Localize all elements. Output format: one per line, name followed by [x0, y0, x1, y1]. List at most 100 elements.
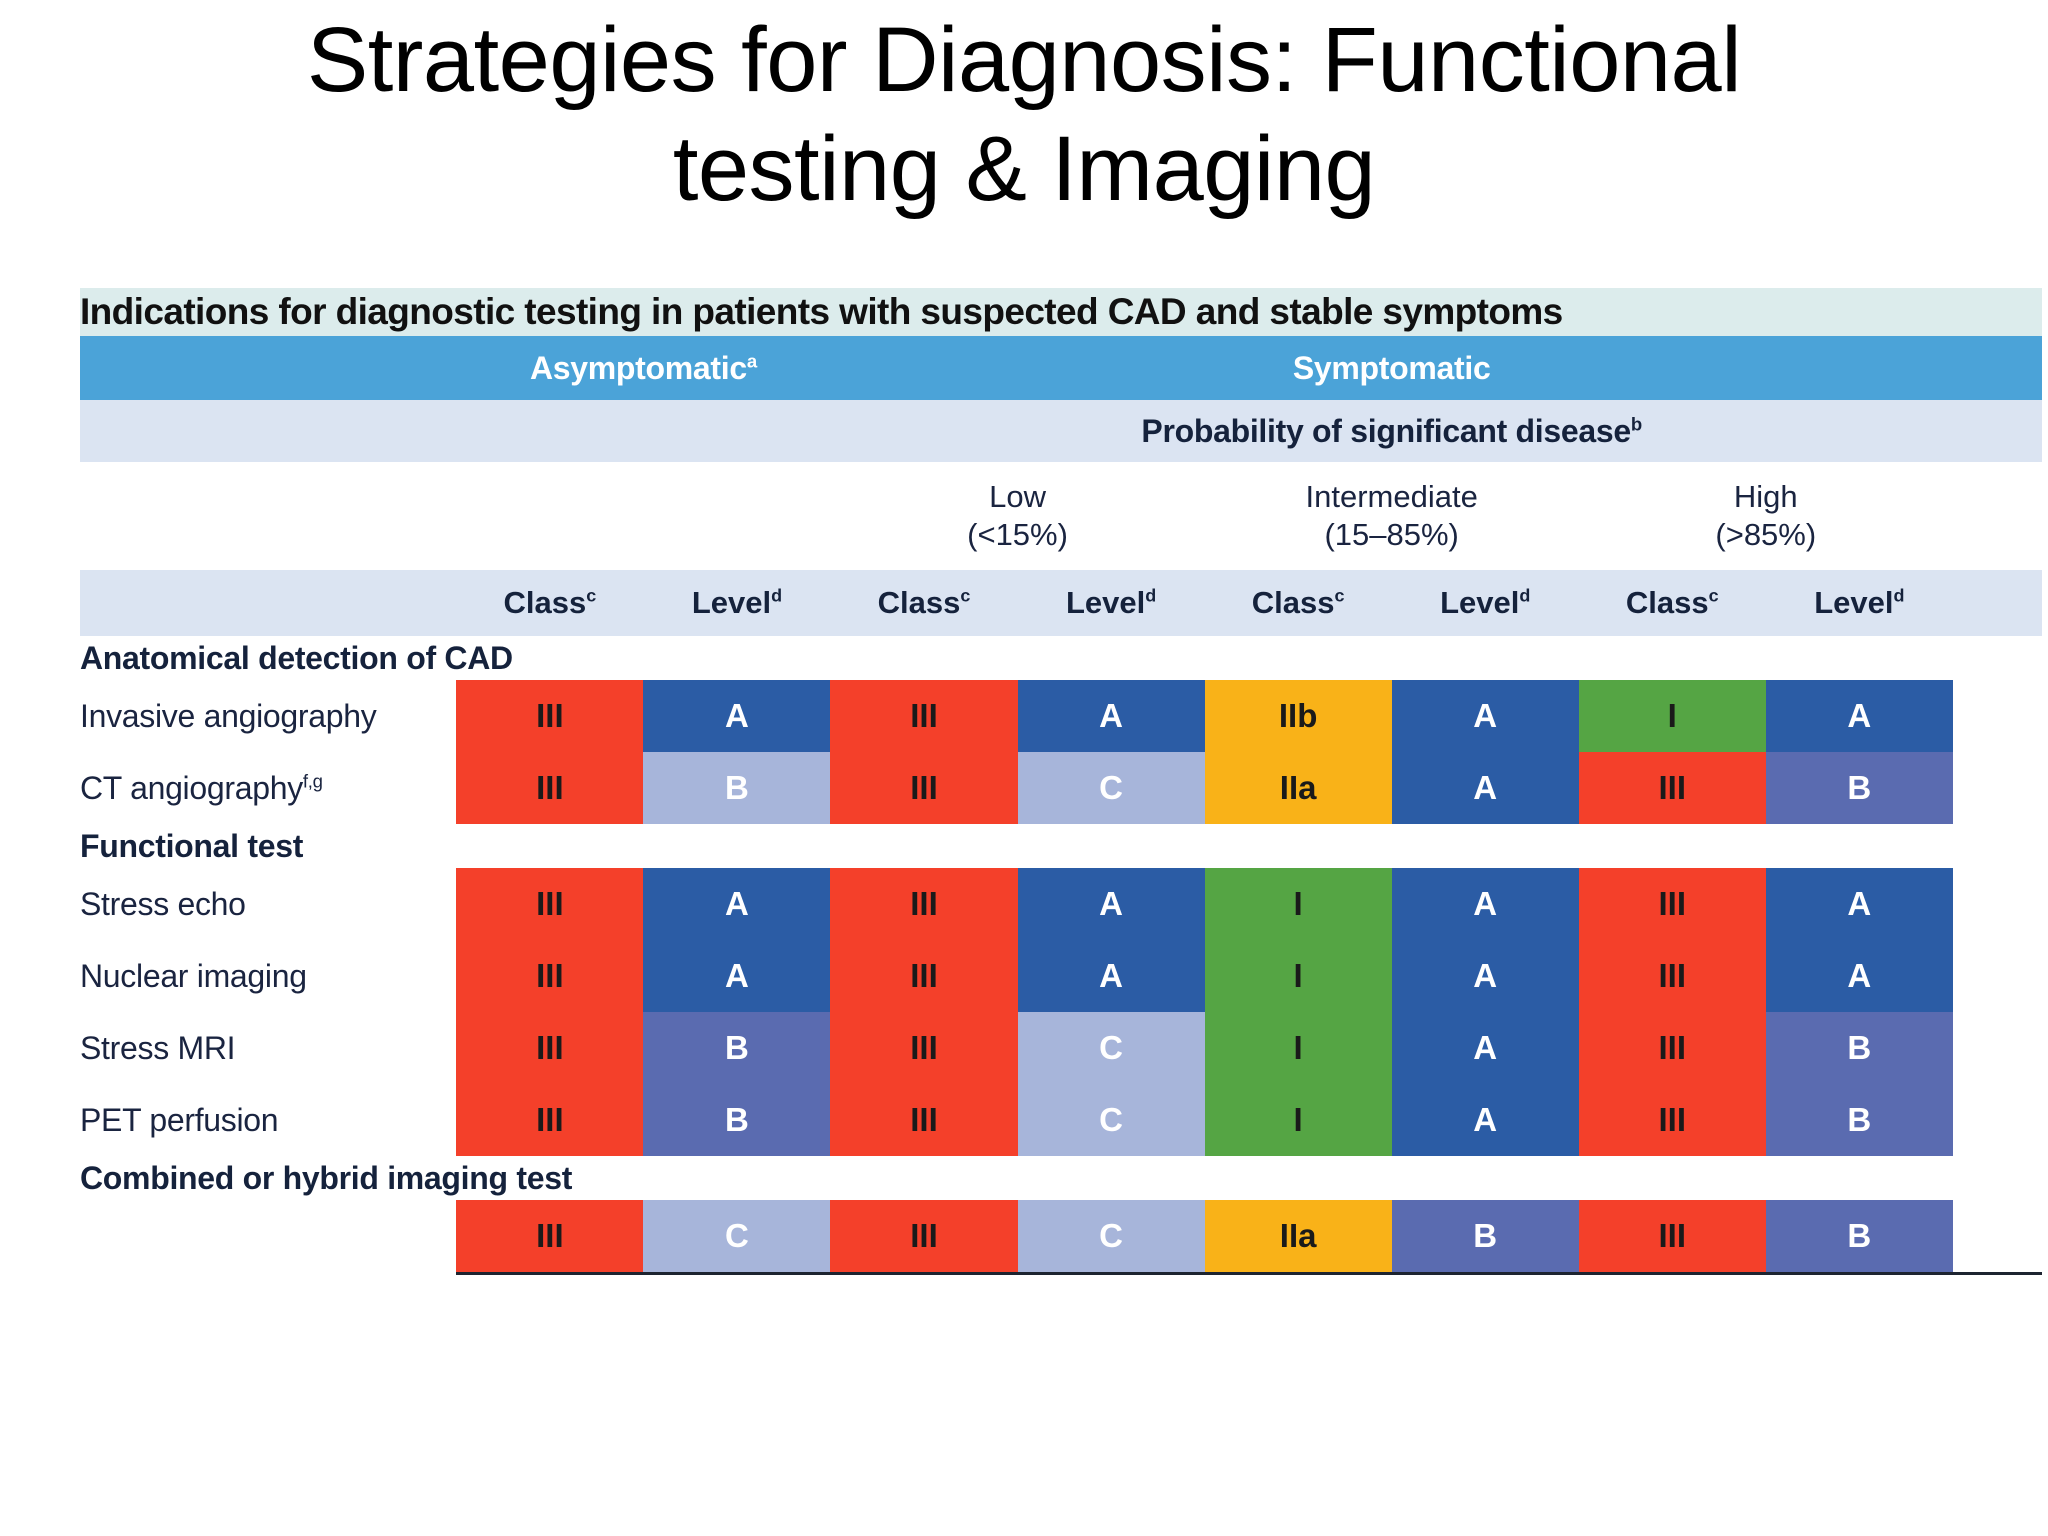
recommendation-class-cell: III: [1578, 868, 1766, 940]
column-header-class-intermediate-sup: c: [1334, 585, 1345, 606]
levels-right-filler: [1952, 462, 2042, 570]
evidence-level-cell: A: [643, 868, 831, 940]
evidence-level-cell: A: [1391, 680, 1579, 752]
probability-row-blank-left: [80, 400, 457, 462]
evidence-level-cell: B: [1765, 752, 1953, 824]
recommendation-class-cell: III: [830, 1200, 1018, 1275]
recommendation-class-cell: III: [1578, 752, 1766, 824]
row-label-superscript: f,g: [302, 769, 323, 791]
recommendation-class-cell: III: [830, 940, 1018, 1012]
column-header-level-high: Leveld: [1765, 570, 1953, 636]
recommendation-class-cell: III: [456, 1012, 644, 1084]
header-row-symptom-status: Asymptomatica Symptomatic: [80, 336, 2042, 400]
evidence-level-cell: B: [643, 752, 831, 824]
table-caption: Indications for diagnostic testing in pa…: [80, 288, 2042, 336]
probability-level-low-name: Low: [989, 479, 1046, 515]
slide-title: Strategies for Diagnosis: Functional tes…: [0, 0, 2048, 223]
evidence-level-cell: B: [643, 1012, 831, 1084]
column-header-class-asymptomatic: Classc: [456, 570, 644, 636]
probability-right-filler: [1952, 400, 2042, 462]
evidence-level-cell: A: [1391, 1012, 1579, 1084]
evidence-level-cell: C: [1017, 1084, 1205, 1156]
probability-level-high: High (>85%): [1578, 462, 1953, 570]
row-right-filler: [1952, 1084, 2042, 1156]
evidence-level-cell: B: [1391, 1200, 1579, 1275]
probability-header-superscript: b: [1630, 412, 1642, 434]
probability-level-low-range: (<15%): [967, 517, 1068, 552]
recommendation-class-cell: III: [1578, 1084, 1766, 1156]
evidence-level-cell: A: [1017, 680, 1205, 752]
row-label: Stress MRI: [80, 1012, 457, 1084]
probability-level-intermediate-name: Intermediate: [1305, 479, 1478, 515]
recommendation-class-cell: IIa: [1204, 1200, 1392, 1275]
evidence-level-cell: A: [1391, 752, 1579, 824]
section-header-row: Combined or hybrid imaging test: [80, 1156, 2042, 1200]
row-label: Stress echo: [80, 868, 457, 940]
recommendation-class-cell: III: [1578, 1012, 1766, 1084]
recommendation-class-cell: III: [456, 1200, 644, 1275]
evidence-level-cell: A: [1017, 868, 1205, 940]
column-header-class-low: Classc: [830, 570, 1018, 636]
evidence-level-cell: A: [643, 940, 831, 1012]
section-header-row: Functional test: [80, 824, 2042, 868]
row-right-filler: [1952, 868, 2042, 940]
column-header-level-low-label: Level: [1065, 585, 1146, 620]
column-header-level-intermediate-label: Level: [1440, 585, 1520, 620]
probability-level-high-name: High: [1733, 479, 1798, 515]
recommendation-class-cell: I: [1204, 940, 1392, 1012]
recommendation-class-cell: III: [830, 1012, 1018, 1084]
evidence-level-cell: A: [1391, 1084, 1579, 1156]
evidence-level-cell: B: [1765, 1084, 1953, 1156]
column-header-level-low-sup: d: [1145, 585, 1157, 606]
section-title: Functional test: [80, 824, 2042, 868]
probability-level-intermediate-range: (15–85%): [1324, 517, 1459, 552]
column-header-class-intermediate-label: Class: [1251, 585, 1335, 620]
evidence-level-cell: A: [1391, 940, 1579, 1012]
recommendation-class-cell: III: [456, 1084, 644, 1156]
row-right-filler: [1952, 752, 2042, 824]
recommendation-class-cell: III: [456, 680, 644, 752]
indications-table: Indications for diagnostic testing in pa…: [80, 288, 2042, 1275]
row-right-filler: [1952, 1200, 2042, 1275]
column-header-class-high-label: Class: [1625, 585, 1709, 620]
column-header-class-low-label: Class: [877, 585, 961, 620]
section-header-row: Anatomical detection of CAD: [80, 636, 2042, 680]
section-title: Anatomical detection of CAD: [80, 636, 2042, 680]
section-title: Combined or hybrid imaging test: [80, 1156, 2042, 1200]
evidence-level-cell: B: [1765, 1200, 1953, 1275]
column-header-level-asymptomatic-sup: d: [771, 585, 783, 606]
recommendation-class-cell: III: [830, 1084, 1018, 1156]
header-row-probability-levels: Low (<15%) Intermediate (15–85%) High (>…: [80, 462, 2042, 570]
evidence-level-cell: A: [1765, 868, 1953, 940]
column-header-level-low: Leveld: [1017, 570, 1205, 636]
header-right-filler: [1952, 336, 2042, 400]
row-right-filler: [1952, 1012, 2042, 1084]
header-asymptomatic-label: Asymptomatic: [529, 349, 747, 386]
column-header-class-low-sup: c: [960, 585, 971, 606]
evidence-level-cell: B: [643, 1084, 831, 1156]
header-row-probability: Probability of significant diseaseb: [80, 400, 2042, 462]
recommendation-class-cell: III: [1578, 1200, 1766, 1275]
header-row-class-level: Classc Leveld Classc Leveld Classc Level…: [80, 570, 2042, 636]
evidence-level-cell: A: [1391, 868, 1579, 940]
row-right-filler: [1952, 680, 2042, 752]
evidence-level-cell: C: [1017, 1012, 1205, 1084]
column-header-level-intermediate-sup: d: [1519, 585, 1531, 606]
recommendation-class-cell: I: [1578, 680, 1766, 752]
probability-level-intermediate: Intermediate (15–85%): [1204, 462, 1579, 570]
row-label: CT angiographyf,g: [80, 752, 457, 824]
recommendation-class-cell: III: [830, 752, 1018, 824]
column-header-class-high: Classc: [1578, 570, 1766, 636]
column-header-level-intermediate: Leveld: [1391, 570, 1579, 636]
levels-row-blank-left: [80, 462, 457, 570]
row-label: PET perfusion: [80, 1084, 457, 1156]
column-header-class-asymptomatic-label: Class: [503, 585, 587, 620]
header-symptomatic-label: Symptomatic: [1292, 349, 1491, 386]
recommendation-class-cell: III: [456, 752, 644, 824]
